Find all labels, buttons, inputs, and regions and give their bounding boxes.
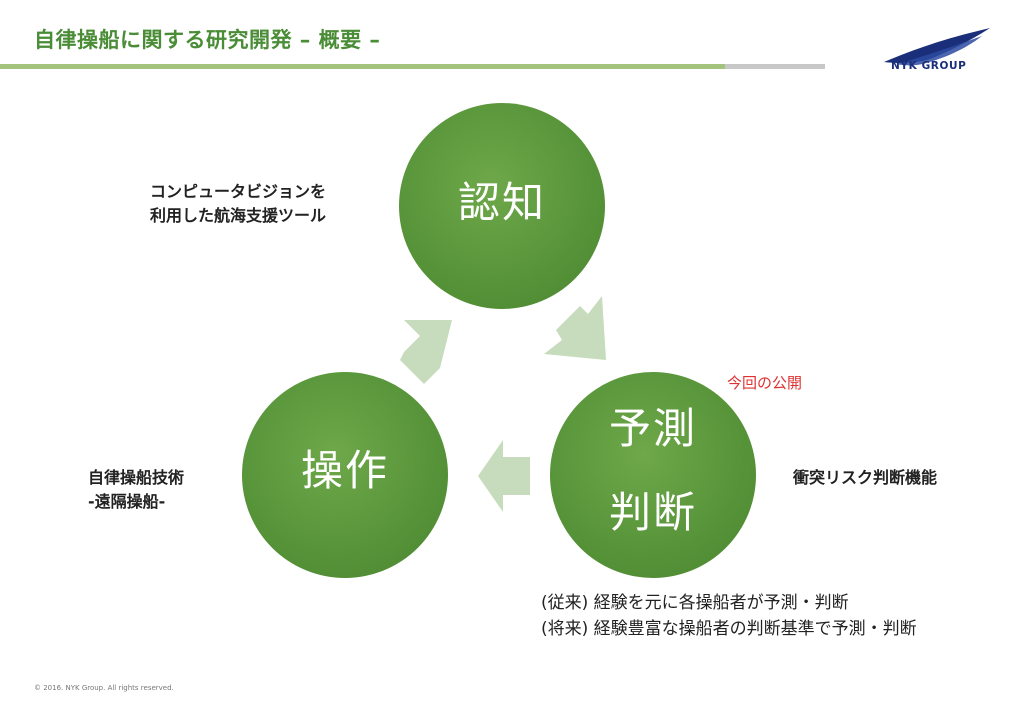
slide-title: 自律操船に関する研究開発 – 概要 –: [34, 28, 381, 52]
label-operation: 操作: [300, 446, 389, 495]
title-rule-green: [0, 64, 725, 69]
note-operation: 自律操船技術 -遠隔操船-: [88, 466, 184, 514]
circle-recognition: [399, 103, 605, 309]
circle-prediction-judgment: [550, 372, 756, 578]
new-release-note: 今回の公開: [727, 374, 803, 392]
arrow-operation-to-recognition-icon: [400, 320, 452, 384]
nyk-wing-logo-icon: [884, 28, 990, 66]
note-operation-line2: -遠隔操船-: [88, 492, 166, 511]
flow-notes: (従来) 経験を元に各操船者が予測・判断 (将来) 経験豊富な操船者の判断基準で…: [541, 590, 917, 642]
note-judgment: 衝突リスク判断機能: [793, 468, 938, 487]
note-operation-line1: 自律操船技術: [88, 468, 185, 487]
note-recognition-line1: コンピュータビジョンを: [150, 182, 327, 201]
circle-operation: [242, 372, 448, 578]
arrow-judgment-to-operation-icon: [478, 440, 530, 512]
flow-past: (従来) 経験を元に各操船者が予測・判断: [541, 593, 849, 613]
copyright: © 2016. NYK Group. All rights reserved.: [34, 684, 174, 692]
arrow-recognition-to-judgment-icon: [544, 296, 606, 360]
label-recognition: 認知: [457, 178, 546, 227]
logo-text: NYK GROUP: [891, 60, 967, 72]
flow-future: (将来) 経験豊富な操船者の判断基準で予測・判断: [541, 619, 917, 639]
title-rule-gray: [725, 64, 825, 69]
label-judgment: 判断: [608, 488, 697, 537]
note-recognition-line2: 利用した航海支援ツール: [150, 206, 327, 225]
note-recognition: コンピュータビジョンを 利用した航海支援ツール: [150, 180, 326, 228]
label-prediction: 予測: [608, 404, 697, 453]
